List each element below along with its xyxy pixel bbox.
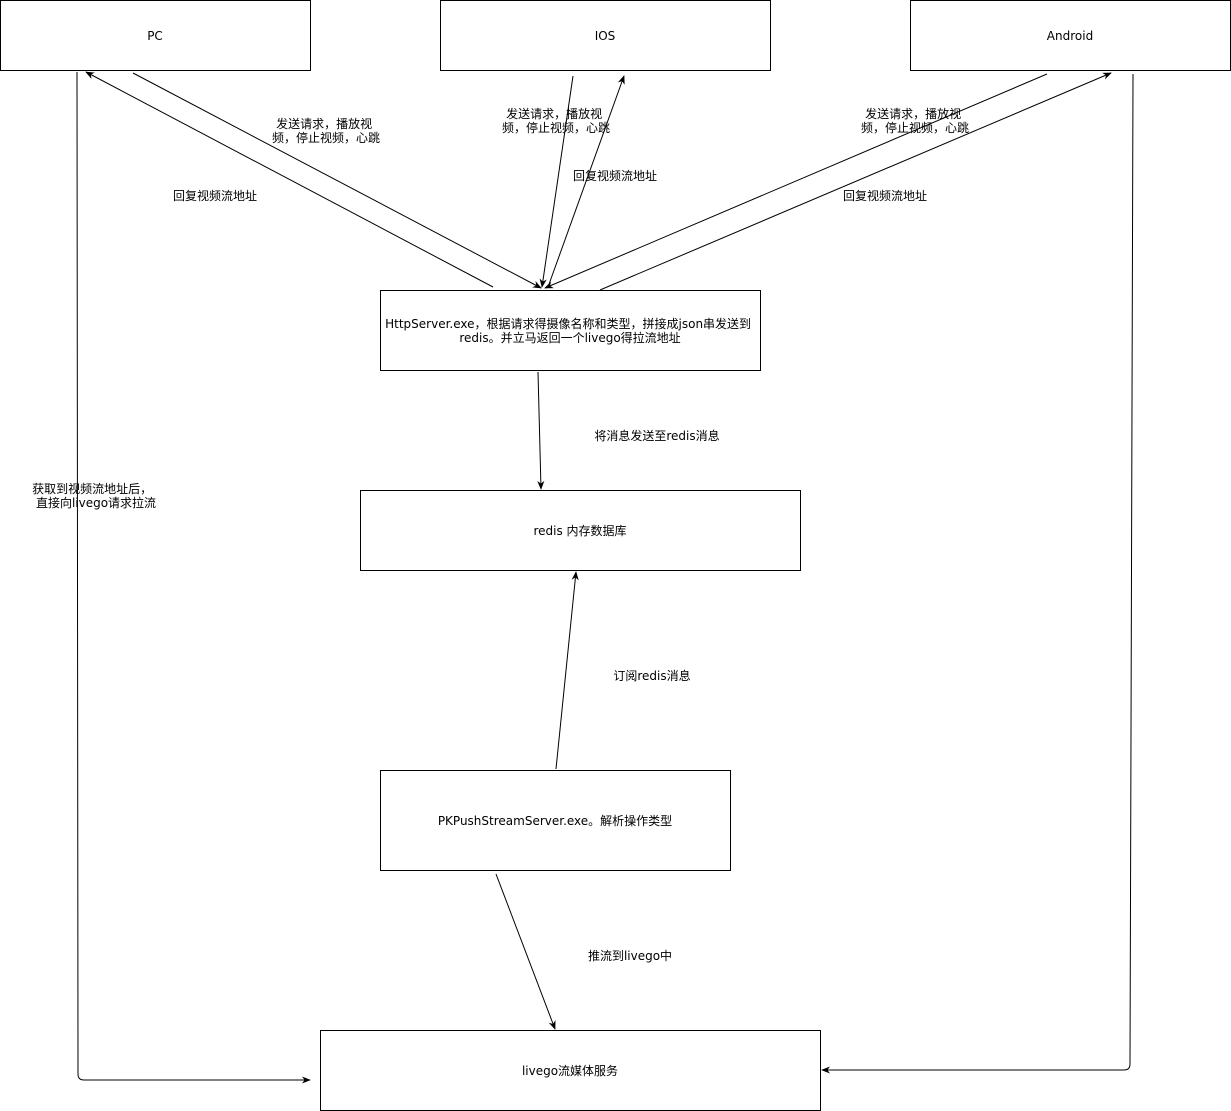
node-pk-server[interactable]: PKPushStreamServer.exe。解析操作类型 xyxy=(380,770,731,871)
label-android-reply: 回复视频流地址 xyxy=(843,188,927,203)
node-ios[interactable]: IOS xyxy=(440,0,771,71)
edge-httpserver-to-pc[interactable] xyxy=(85,71,494,288)
edge-httpserver-to-redis[interactable] xyxy=(537,371,545,490)
node-ios-label: IOS xyxy=(595,29,616,43)
node-livego[interactable]: livego流媒体服务 xyxy=(320,1030,821,1111)
edge-labels: 发送请求，播放视 频，停止视频，心跳 回复视频流地址 发送请求，播放视 频，停止… xyxy=(32,106,969,963)
edge-android-to-httpserver[interactable] xyxy=(544,73,1048,289)
edges xyxy=(76,71,1134,1084)
node-http-server[interactable]: HttpServer.exe，根据请求得摄像名称和类型，拼接成json串发送到 … xyxy=(380,290,761,371)
node-pc-label: PC xyxy=(147,29,163,43)
label-pc-request: 发送请求，播放视 频，停止视频，心跳 xyxy=(272,116,380,145)
edge-ios-to-httpserver[interactable] xyxy=(539,75,574,288)
edge-httpserver-to-android[interactable] xyxy=(599,72,1112,291)
node-livego-label: livego流媒体服务 xyxy=(522,1063,618,1078)
edge-httpserver-to-ios[interactable] xyxy=(547,75,625,288)
node-http-server-label: HttpServer.exe，根据请求得摄像名称和类型，拼接成json串发送到 … xyxy=(385,316,755,345)
label-pc-reply: 回复视频流地址 xyxy=(173,188,257,203)
label-android-request: 发送请求，播放视 频，停止视频，心跳 xyxy=(861,106,969,135)
node-pk-server-label: PKPushStreamServer.exe。解析操作类型 xyxy=(438,813,672,828)
label-ios-request: 发送请求，播放视 频，停止视频，心跳 xyxy=(502,106,610,135)
node-redis[interactable]: redis 内存数据库 xyxy=(360,490,801,571)
label-ios-reply: 回复视频流地址 xyxy=(573,168,657,183)
edge-pkserver-to-redis[interactable] xyxy=(555,571,579,770)
edge-pkserver-to-livego[interactable] xyxy=(495,873,556,1030)
edge-pc-to-httpserver[interactable] xyxy=(132,72,542,289)
label-pull: 获取到视频流地址后， 直接向livego请求拉流 xyxy=(32,481,156,510)
node-redis-label: redis 内存数据库 xyxy=(533,523,626,538)
label-subscribe: 订阅redis消息 xyxy=(613,668,690,683)
node-android-label: Android xyxy=(1047,29,1093,43)
node-android[interactable]: Android xyxy=(910,0,1231,71)
node-pc[interactable]: PC xyxy=(0,0,311,71)
label-push: 推流到livego中 xyxy=(588,948,672,963)
edge-android-to-livego[interactable] xyxy=(821,73,1134,1074)
edge-pc-to-livego[interactable] xyxy=(76,71,311,1084)
label-to-redis: 将消息发送至redis消息 xyxy=(594,428,719,443)
